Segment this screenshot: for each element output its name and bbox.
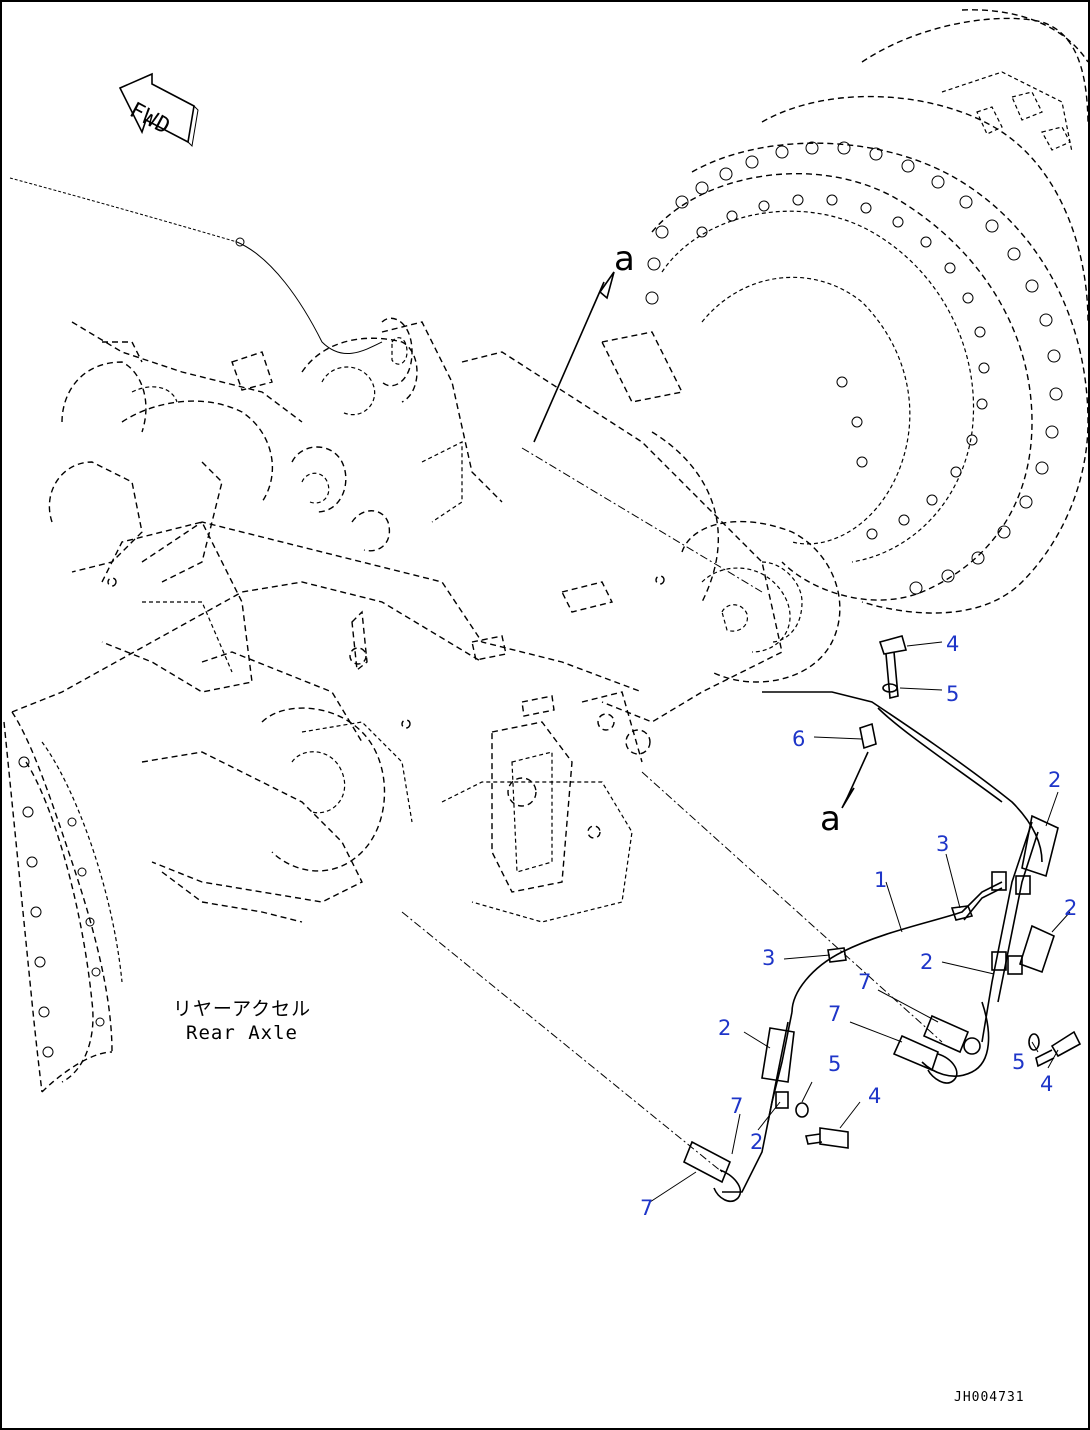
callout-4: 4 bbox=[868, 1084, 882, 1108]
callout-4: 4 bbox=[1040, 1072, 1054, 1096]
callout-5: 5 bbox=[828, 1052, 842, 1076]
wheel-hub-outline bbox=[651, 9, 1088, 614]
callout-1: 1 bbox=[874, 868, 888, 892]
sensor-harness bbox=[682, 635, 1082, 1203]
callout-3: 3 bbox=[936, 832, 950, 856]
callout-5: 5 bbox=[946, 682, 960, 706]
callout-2: 2 bbox=[718, 1016, 732, 1040]
callout-7: 7 bbox=[828, 1002, 842, 1026]
ring-bolts bbox=[645, 141, 1063, 595]
callout-6: 6 bbox=[792, 727, 806, 751]
callout-7: 7 bbox=[640, 1196, 654, 1220]
axle-body bbox=[11, 317, 783, 923]
left-differential bbox=[48, 321, 303, 693]
upper-cable bbox=[9, 177, 383, 355]
callout-7: 7 bbox=[730, 1094, 744, 1118]
rear-axle-label-jp: リヤーアクセル bbox=[172, 998, 312, 1020]
callout-2: 2 bbox=[1064, 896, 1078, 920]
view-a-markers bbox=[401, 271, 943, 1173]
rear-axle-label-en: Rear Axle bbox=[186, 1022, 298, 1044]
callout-2: 2 bbox=[1048, 768, 1062, 792]
callout-2: 2 bbox=[750, 1130, 764, 1154]
final-drive-housing bbox=[600, 331, 841, 683]
callout-2: 2 bbox=[920, 950, 934, 974]
callout-4: 4 bbox=[946, 632, 960, 656]
view-letter-bottom: a bbox=[820, 799, 841, 839]
callout-5: 5 bbox=[1012, 1050, 1026, 1074]
callout-7: 7 bbox=[858, 970, 872, 994]
view-letter-top: a bbox=[614, 239, 635, 279]
callout-leaders bbox=[649, 641, 1071, 1203]
fwd-arrow-icon bbox=[118, 72, 199, 148]
callout-3: 3 bbox=[762, 946, 776, 970]
left-tire bbox=[3, 711, 123, 1093]
drawing-code: JH004731 bbox=[954, 1390, 1025, 1405]
